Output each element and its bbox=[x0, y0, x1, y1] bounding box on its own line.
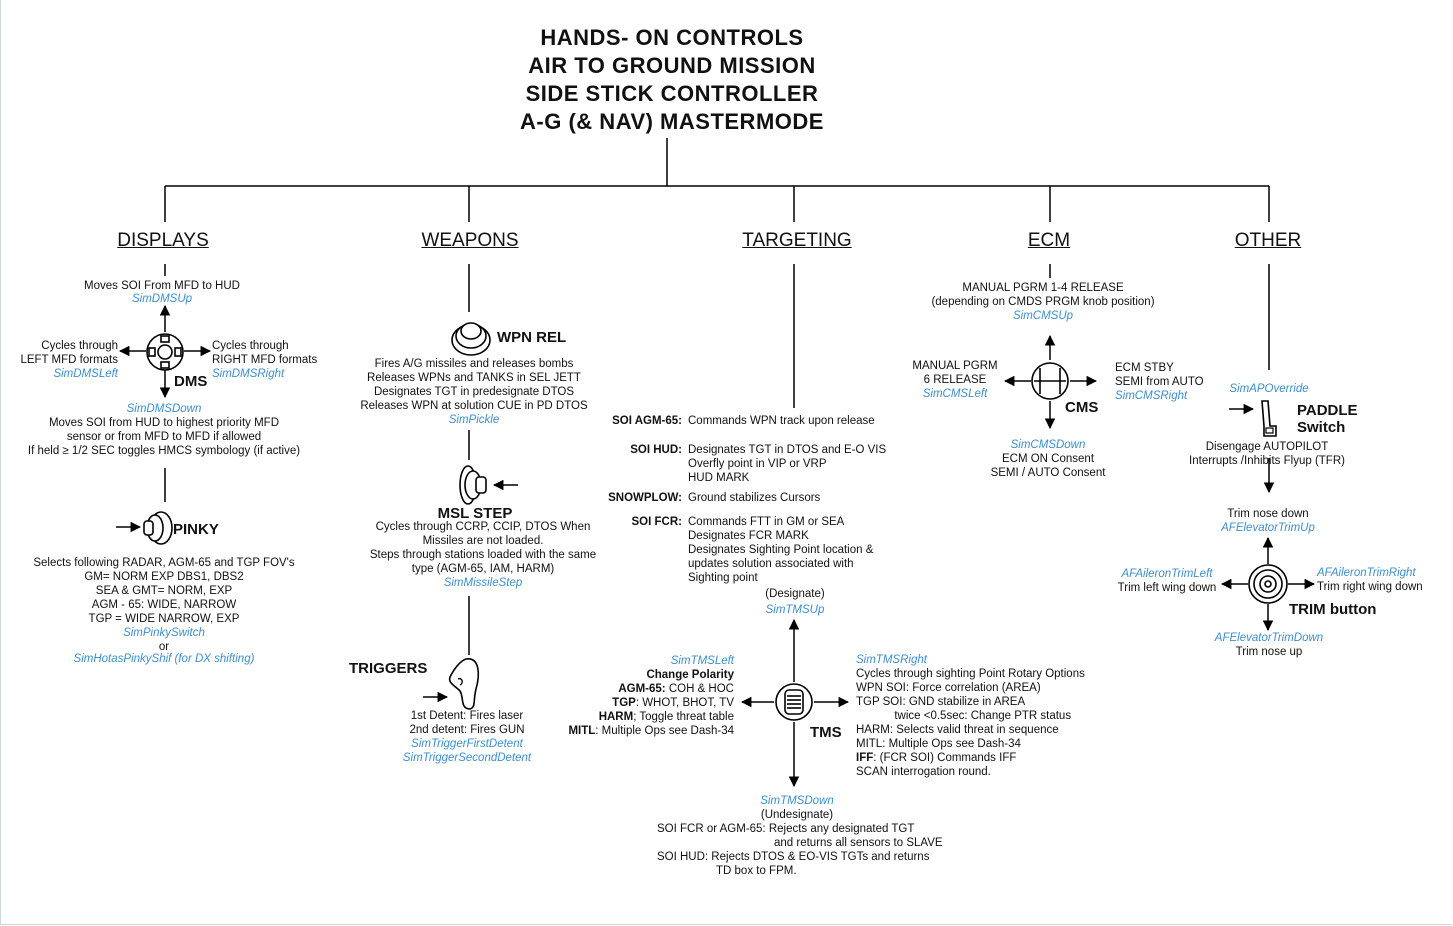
title-line-1: HANDS- ON CONTROLS bbox=[540, 25, 804, 50]
wpn-rel-label: WPN REL bbox=[497, 329, 567, 346]
dms-up-text: Moves SOI From MFD to HUD bbox=[84, 280, 240, 292]
tms-down-line-4: TD box to FPM. bbox=[716, 865, 797, 877]
tgt-key-hud: SOI HUD: bbox=[630, 444, 682, 456]
wpn-rel-button-icon bbox=[451, 322, 491, 356]
tgt-val-snowplow: Ground stabilizes Cursors bbox=[688, 492, 821, 504]
cms-right-text: ECM STBY SEMI from AUTO SimCMSRight bbox=[1115, 362, 1204, 402]
pinky-text: Selects following RADAR, AGM-65 and TGP … bbox=[33, 557, 295, 665]
trim-left-text: AFAileronTrimLeft Trim left wing down bbox=[1117, 568, 1217, 594]
cms-left-text: MANUAL PGRM 6 RELEASE SimCMSLeft bbox=[912, 360, 998, 400]
paddle-text: Disengage AUTOPILOT Interrupts /Inhibits… bbox=[1189, 441, 1345, 467]
tms-right-text: SimTMSRight Cycles through sighting Poin… bbox=[856, 654, 1085, 778]
cms-down-text: SimCMSDown ECM ON Consent SEMI / AUTO Co… bbox=[990, 439, 1106, 479]
wpn-rel-text: Fires A/G missiles and releases bombs Re… bbox=[360, 358, 588, 426]
msl-step-label: MSL STEP bbox=[437, 505, 513, 522]
tgt-key-fcr: SOI FCR: bbox=[631, 516, 682, 528]
tgt-key-agm65: SOI AGM-65: bbox=[612, 415, 682, 427]
pinky-switch-icon bbox=[143, 511, 173, 545]
title-line-3: SIDE STICK CONTROLLER bbox=[525, 81, 819, 106]
trigger-icon bbox=[448, 658, 480, 710]
tms-left-text: SimTMSLeft Change Polarity AGM-65: COH &… bbox=[568, 655, 734, 737]
cms-hat-icon bbox=[1031, 362, 1069, 400]
paddle-switch-icon bbox=[1261, 400, 1277, 437]
trim-right-text: AFAileronTrimRight Trim right wing down bbox=[1317, 567, 1423, 593]
trim-hat-icon bbox=[1248, 564, 1288, 604]
section-other: OTHER bbox=[1234, 230, 1302, 251]
msl-step-text: Cycles through CCRP, CCIP, DTOS When Mis… bbox=[369, 521, 597, 589]
tgt-val-fcr: Commands FTT in GM or SEA Designates FCR… bbox=[688, 516, 874, 584]
section-ecm: ECM bbox=[1027, 230, 1071, 251]
cms-label: CMS bbox=[1065, 399, 1099, 416]
title-line-2: AIR TO GROUND MISSION bbox=[528, 53, 816, 78]
tgt-key-snowplow: SNOWPLOW: bbox=[608, 492, 682, 504]
dms-hat-icon bbox=[146, 333, 184, 371]
dms-label: DMS bbox=[174, 373, 208, 390]
trim-down-text: AFElevatorTrimDown Trim nose up bbox=[1214, 632, 1324, 658]
cms-up-text: MANUAL PGRM 1-4 RELEASE (depending on CM… bbox=[931, 282, 1155, 322]
tgt-val-hud: Designates TGT in DTOS and E-O VIS Overf… bbox=[688, 444, 887, 484]
tms-down-sim: SimTMSDown (Undesignate) bbox=[760, 795, 834, 821]
section-targeting: TARGETING bbox=[742, 230, 852, 251]
title-line-4: A-G (& NAV) MASTERMODE bbox=[520, 109, 824, 134]
msl-step-switch-icon bbox=[459, 465, 487, 505]
tms-hat-icon bbox=[775, 683, 813, 721]
tms-label: TMS bbox=[810, 724, 842, 741]
pinky-label: PINKY bbox=[173, 521, 219, 538]
paddle-label: PADDLE Switch bbox=[1297, 402, 1358, 436]
tms-down-line-3: SOI HUD: Rejects DTOS & EO-VIS TGTs and … bbox=[657, 851, 930, 863]
tgt-val-agm65: Commands WPN track upon release bbox=[688, 415, 875, 427]
triggers-text: 1st Detent: Fires laser 2nd detent: Fire… bbox=[402, 710, 532, 764]
dms-up-sim: SimDMSUp bbox=[131, 293, 193, 305]
tms-up-text: (Designate) SimTMSUp bbox=[765, 588, 825, 616]
section-displays: DISPLAYS bbox=[117, 230, 209, 251]
section-weapons: WEAPONS bbox=[421, 230, 519, 251]
triggers-label: TRIGGERS bbox=[349, 660, 428, 677]
dms-down-text: SimDMSDown Moves SOI from HUD to highest… bbox=[27, 403, 301, 457]
page-title: HANDS- ON CONTROLS AIR TO GROUND MISSION… bbox=[520, 24, 824, 136]
tms-down-line-2: and returns all sensors to SLAVE bbox=[774, 837, 943, 849]
trim-up-text: Trim nose down AFElevatorTrimUp bbox=[1221, 508, 1315, 534]
trim-label: TRIM button bbox=[1289, 601, 1377, 618]
ap-override-sim: SimAPOverride bbox=[1229, 383, 1309, 395]
tms-down-line-1: SOI FCR or AGM-65: Rejects any designate… bbox=[657, 823, 915, 835]
